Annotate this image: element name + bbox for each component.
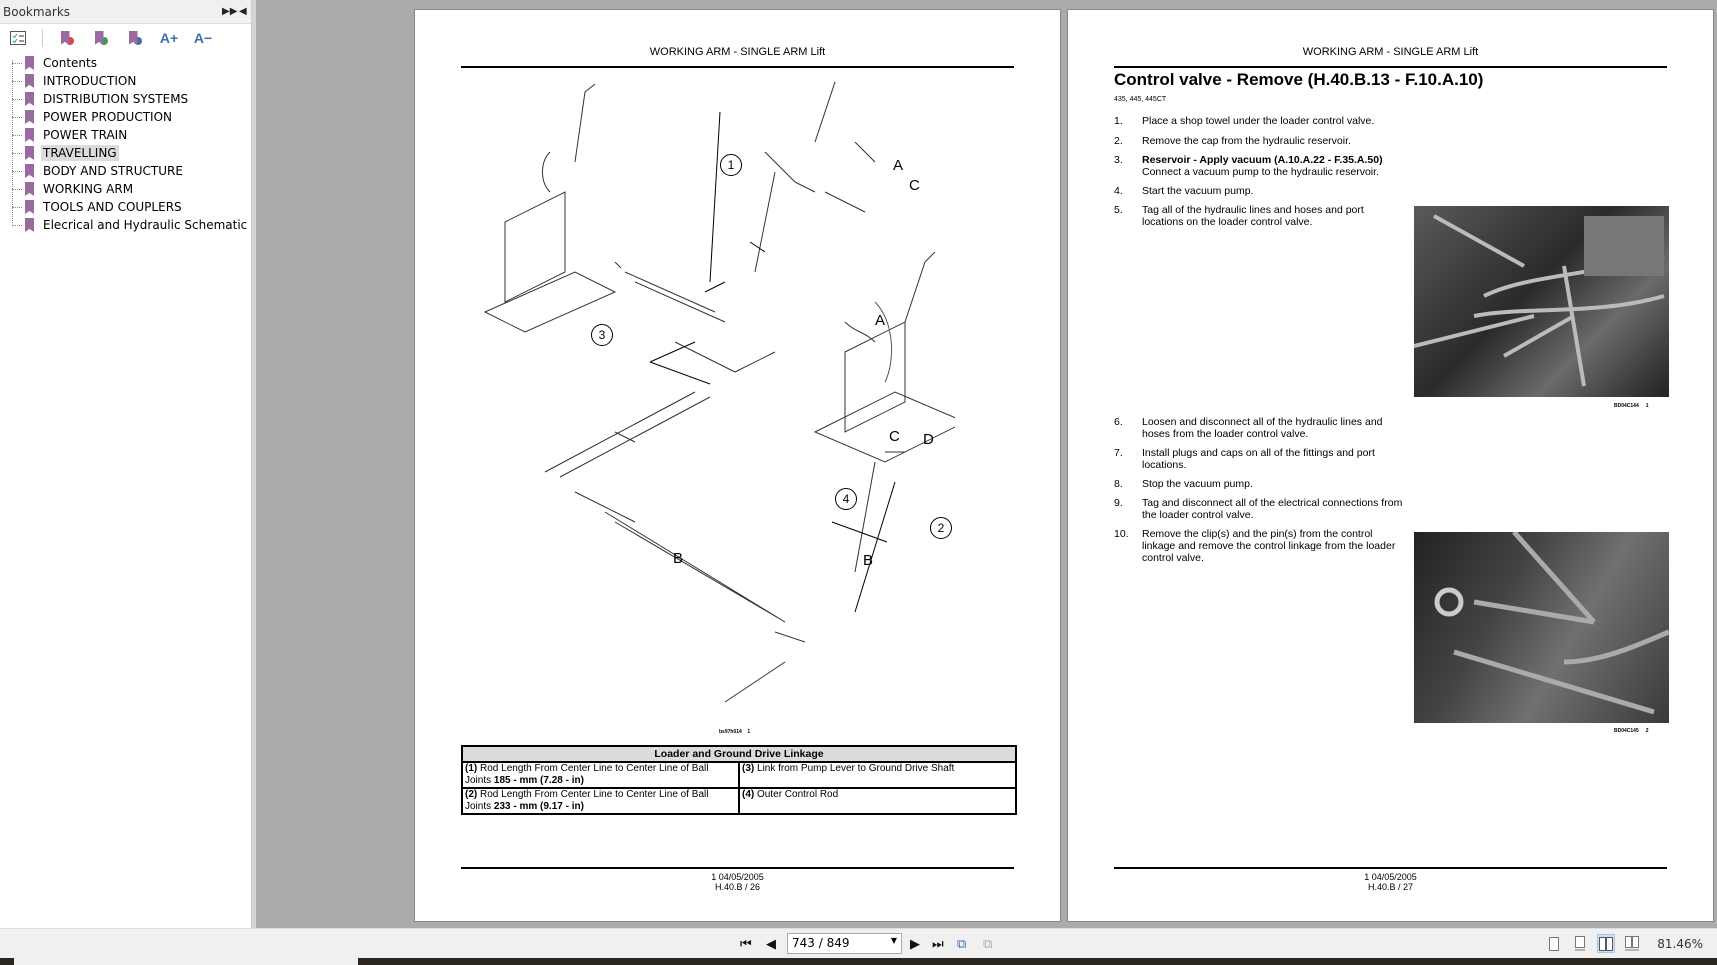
bookmark-electrical-hydraulic-schematic[interactable]: Elecrical and Hydraulic Schematic [12, 216, 251, 234]
section-title: Control valve - Remove (H.40.B.13 - F.10… [1114, 70, 1484, 89]
chevron-down-icon[interactable]: ▼ [890, 936, 897, 945]
footer-rule [1114, 867, 1667, 869]
figure-caption: bs97h014 1 [719, 729, 750, 735]
table-cell: (1) Rod Length From Center Line to Cente… [461, 761, 740, 789]
bookmarks-panel: Bookmarks ▶▶ ◀ A+ A− Contents INTRODUCTI… [0, 0, 252, 928]
bookmark-contents[interactable]: Contents [12, 54, 251, 72]
panel-splitter[interactable] [252, 0, 256, 928]
first-page-button[interactable]: ⏮ [740, 936, 752, 951]
zoom-level[interactable]: 81.46% [1657, 937, 1703, 951]
decrease-font-icon[interactable]: A− [193, 30, 213, 46]
bookmark-power-train[interactable]: POWER TRAIN [12, 126, 251, 144]
bookmark-distribution-systems[interactable]: DISTRIBUTION SYSTEMS [12, 90, 251, 108]
bookmark-introduction[interactable]: INTRODUCTION [12, 72, 251, 90]
callout-3: 3 [591, 324, 613, 346]
delete-bookmark-icon[interactable] [57, 29, 77, 47]
table-title: Loader and Ground Drive Linkage [461, 745, 1017, 763]
step-item: 2.Remove the cap from the hydraulic rese… [1114, 135, 1351, 147]
increase-font-icon[interactable]: A+ [159, 30, 179, 46]
bookmark-icon [25, 74, 34, 88]
label-c: C [909, 177, 920, 194]
label-d: D [923, 431, 934, 448]
previous-page-button[interactable]: ◀ [766, 936, 776, 951]
continuous-view-icon[interactable] [1571, 934, 1589, 953]
callout-4: 4 [835, 488, 857, 510]
taskbar-strip [0, 958, 1717, 965]
navigation-toolbar: ⏮ ◀ 743 / 849▼ ▶ ⏭ ⧉ ⧉ 81.46% [0, 928, 1717, 958]
next-page-button[interactable]: ▶ [910, 936, 920, 951]
page-header: WORKING ARM - SINGLE ARM Lift [649, 46, 826, 58]
bookmark-icon [25, 146, 34, 160]
table-row: (1) Rod Length From Center Line to Cente… [461, 761, 1017, 789]
table-cell: (4) Outer Control Rod [738, 787, 1017, 815]
photo-control-valve-1 [1414, 206, 1669, 397]
caption-code: bs97h014 [719, 729, 742, 735]
bookmark-icon [25, 92, 34, 106]
step-item: 3.Reservoir - Apply vacuum (A.10.A.22 - … [1114, 154, 1383, 178]
table-row: (2) Rod Length From Center Line to Cente… [461, 787, 1017, 815]
bookmark-tree: Contents INTRODUCTION DISTRIBUTION SYSTE… [0, 54, 251, 234]
last-page-button[interactable]: ⏭ [932, 936, 944, 951]
page-header: WORKING ARM - SINGLE ARM Lift [1302, 46, 1479, 58]
expand-icon[interactable]: ▶▶ [222, 6, 238, 17]
bookmark-icon [25, 128, 34, 142]
bookmark-travelling[interactable]: TRAVELLING [12, 144, 251, 162]
label-a: A [893, 157, 904, 174]
step-item: 1.Place a shop towel under the loader co… [1114, 115, 1375, 127]
bookmark-tools-and-couplers[interactable]: TOOLS AND COUPLERS [12, 198, 251, 216]
bookmarks-title: Bookmarks [3, 4, 71, 19]
photo-caption: BD04C144 1 [1614, 403, 1649, 409]
single-page-view-icon[interactable] [1545, 934, 1563, 953]
pdf-page-left: WORKING ARM - SINGLE ARM Lift 1 2 3 4 A … [414, 9, 1061, 922]
label-b: B [863, 552, 874, 569]
step-item: 9.Tag and disconnect all of the electric… [1114, 497, 1403, 521]
label-b: B [673, 550, 684, 567]
page-number-input[interactable]: 743 / 849▼ [787, 933, 902, 954]
bookmark-icon [25, 110, 34, 124]
header-rule [1114, 66, 1667, 68]
linkage-table: Loader and Ground Drive Linkage (1) Rod … [461, 745, 1017, 815]
previous-view-icon[interactable]: ⧉ [957, 936, 967, 951]
bookmark-icon [25, 218, 34, 232]
facing-view-icon[interactable] [1597, 934, 1615, 953]
goto-bookmark-icon[interactable] [125, 29, 145, 47]
bookmark-power-production[interactable]: POWER PRODUCTION [12, 108, 251, 126]
step-item: 4.Start the vacuum pump. [1114, 185, 1254, 197]
bookmarks-header: Bookmarks ▶▶ ◀ [0, 0, 251, 24]
add-bookmark-icon[interactable] [91, 29, 111, 47]
step-item: 7.Install plugs and caps on all of the f… [1114, 447, 1375, 471]
photo-control-valve-2 [1414, 532, 1669, 723]
bookmark-icon [25, 164, 34, 178]
collapse-panel-icon[interactable]: ◀ [239, 6, 247, 17]
models-text: 435, 445, 445CT [1114, 96, 1167, 103]
photo-caption: BD04C145 2 [1614, 728, 1649, 734]
step-item: 8.Stop the vacuum pump. [1114, 478, 1253, 490]
bookmark-options-icon[interactable] [8, 29, 28, 47]
table-cell: (2) Rod Length From Center Line to Cente… [461, 787, 740, 815]
step-item: 6.Loosen and disconnect all of the hydra… [1114, 416, 1383, 440]
callout-2: 2 [930, 517, 952, 539]
continuous-facing-view-icon[interactable] [1623, 934, 1641, 953]
bookmark-icon [25, 182, 34, 196]
header-rule [461, 66, 1014, 68]
bookmark-icon [25, 56, 34, 70]
footer-rule [461, 867, 1014, 869]
linkage-diagram [483, 81, 955, 703]
step-item: 5.Tag all of the hydraulic lines and hos… [1114, 204, 1364, 228]
label-a: A [875, 312, 886, 329]
table-cell: (3) Link from Pump Lever to Ground Drive… [738, 761, 1017, 789]
bookmark-body-and-structure[interactable]: BODY AND STRUCTURE [12, 162, 251, 180]
bookmark-working-arm[interactable]: WORKING ARM [12, 180, 251, 198]
caption-number: 1 [747, 729, 751, 735]
label-c: C [889, 428, 900, 445]
bookmark-icon [25, 200, 34, 214]
pdf-page-right: WORKING ARM - SINGLE ARM Lift Control va… [1067, 9, 1714, 922]
next-view-icon[interactable]: ⧉ [983, 936, 993, 951]
step-item: 10.Remove the clip(s) and the pin(s) fro… [1114, 528, 1396, 564]
callout-1: 1 [720, 154, 742, 176]
